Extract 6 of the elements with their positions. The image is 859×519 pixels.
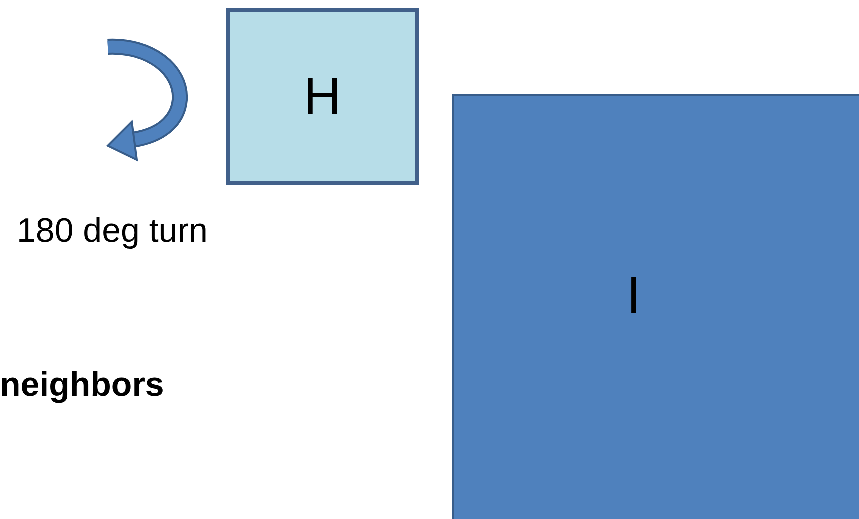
box-label: I [626,270,642,322]
square-box [226,8,419,185]
caption-text: 180 deg turn [17,211,208,252]
square-box [452,94,859,519]
heading-text: neighbors [0,365,164,406]
box-label: H [304,70,342,122]
